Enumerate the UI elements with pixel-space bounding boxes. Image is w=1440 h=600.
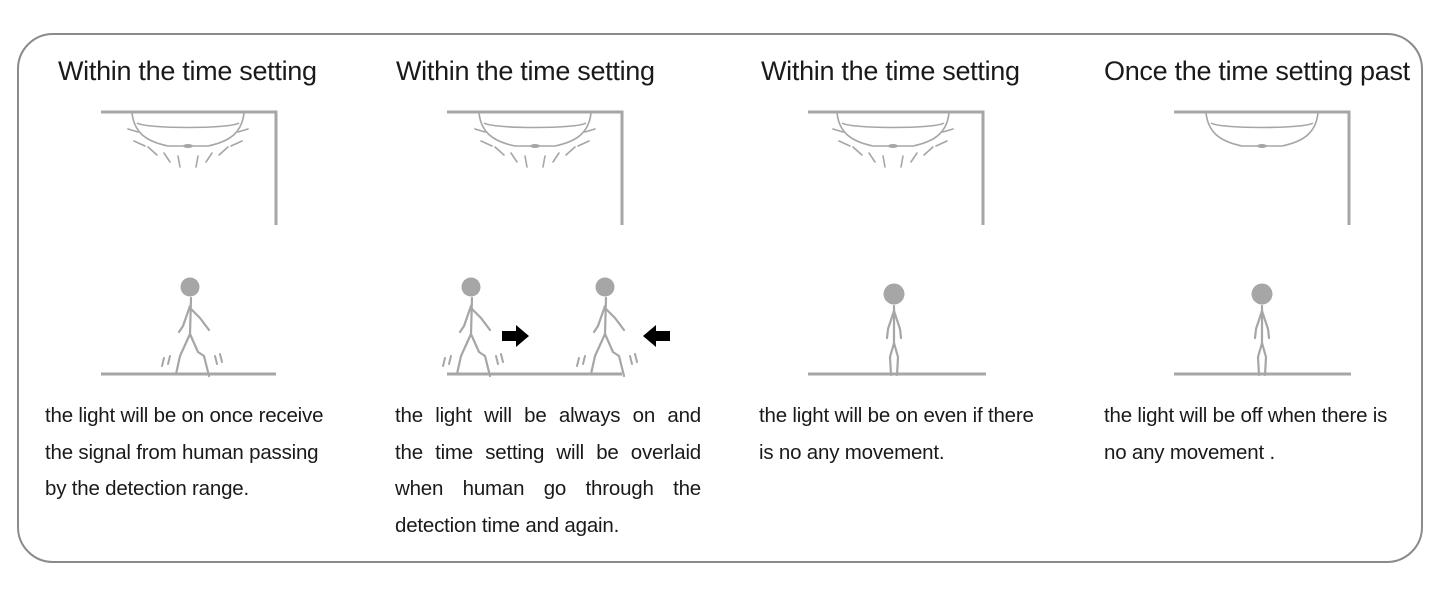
panel-1-description: the light will be on once receive the si…	[45, 398, 351, 508]
description-line: the time setting will be overlaid	[395, 440, 701, 464]
description-line: the light will be on even if there	[759, 404, 1034, 427]
panel-3-title: Within the time setting	[761, 56, 1020, 86]
ceiling-wall-4	[1174, 110, 1351, 225]
ceiling-light-icon	[131, 112, 245, 149]
description-line: the light will be on once receive	[45, 404, 324, 427]
panel-2-scene	[441, 110, 670, 378]
panel-2-description: the light will be always on and the time…	[395, 398, 701, 544]
description-line: detection time and again.	[395, 513, 620, 537]
standing-person-icon	[1250, 282, 1274, 377]
ceiling-light-icon	[836, 112, 950, 149]
ceiling-wall-3	[808, 110, 985, 225]
arrow-right-icon	[502, 325, 529, 347]
walking-person-icon	[441, 276, 505, 378]
description-line: is no any movement.	[759, 440, 945, 464]
panel-3-description: the light will be on even if there is no…	[759, 398, 1065, 471]
description-line: the light will be always on and	[395, 404, 701, 427]
ceiling-wall-2	[447, 110, 624, 225]
panel-1-title: Within the time setting	[58, 56, 317, 86]
ceiling-wall-1	[101, 110, 278, 225]
panel-1-scene	[101, 110, 278, 378]
panel-3-scene	[808, 110, 986, 377]
description-line: the light will be off when there is	[1104, 404, 1388, 427]
description-line: no any movement .	[1104, 440, 1275, 464]
description-line: the signal from human passing	[45, 440, 319, 464]
panel-4-scene	[1174, 110, 1351, 377]
ceiling-light-off-icon	[1205, 112, 1319, 149]
panel-4-description: the light will be off when there is no a…	[1104, 398, 1414, 471]
walking-person-icon	[160, 276, 224, 378]
description-line: by the detection range.	[45, 477, 249, 500]
ceiling-light-icon	[478, 112, 592, 149]
description-line: when human go through the	[395, 477, 701, 500]
arrow-left-icon	[643, 325, 670, 347]
panel-4-title: Once the time setting past	[1104, 56, 1410, 86]
panel-2-title: Within the time setting	[396, 56, 655, 86]
diagram-frame	[17, 33, 1423, 563]
walking-person-icon	[575, 276, 639, 378]
standing-person-icon	[882, 282, 906, 377]
